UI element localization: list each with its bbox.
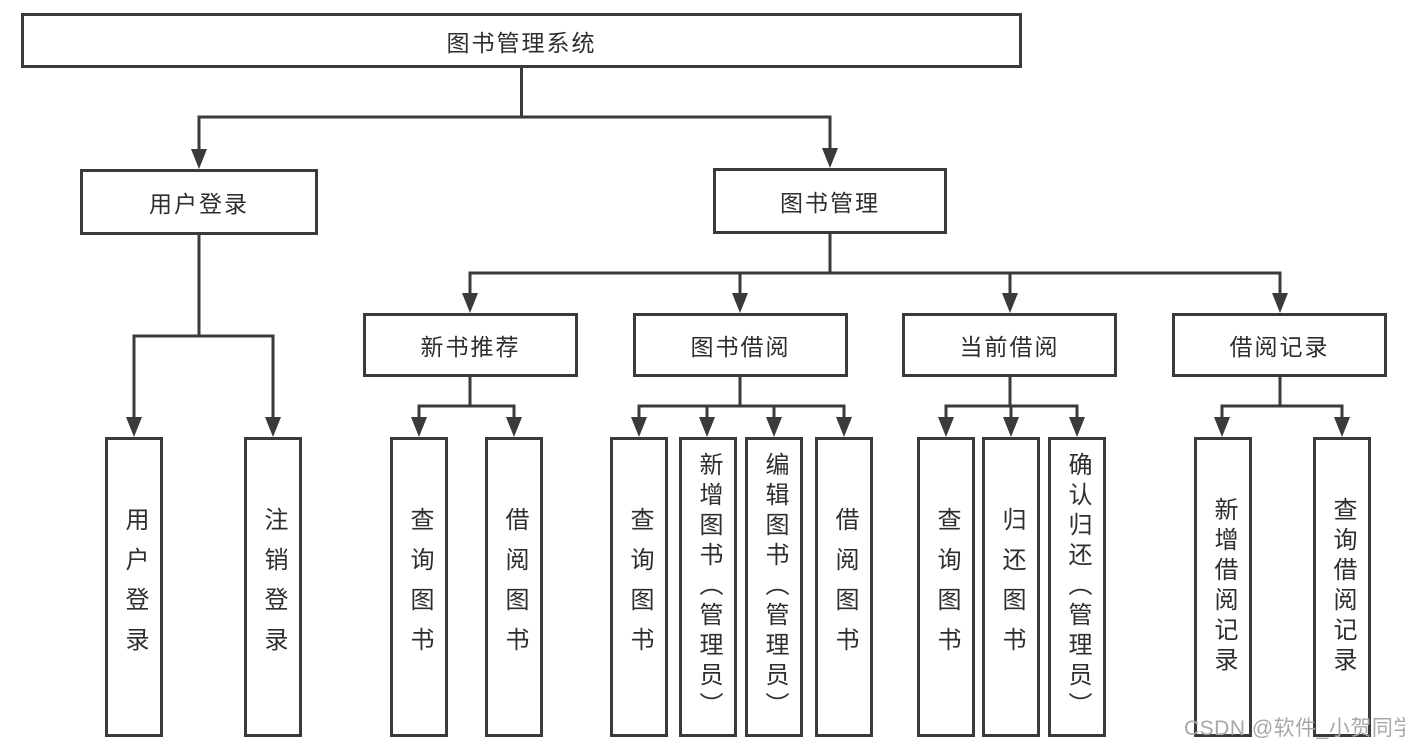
leaf-borrow-book-1: 借阅图书 — [485, 437, 543, 737]
leaf-query-book-2: 查询图书 — [610, 437, 668, 737]
leaf-query-borrow-record-label: 查询借阅记录 — [1329, 497, 1356, 677]
node-borrow-record-label: 借阅记录 — [1229, 334, 1330, 360]
leaf-query-book-2-label: 查询图书 — [626, 507, 653, 667]
node-book-borrow: 图书借阅 — [633, 313, 848, 377]
leaf-return-book-label: 归还图书 — [998, 507, 1025, 667]
leaf-logout-label: 注销登录 — [260, 507, 287, 667]
leaf-add-book-admin: 新增图书（管理员） — [679, 437, 737, 737]
node-user-login: 用户登录 — [80, 169, 318, 235]
node-book-management-label: 图书管理 — [780, 190, 880, 216]
node-borrow-record: 借阅记录 — [1172, 313, 1387, 377]
arrowheads — [126, 148, 1350, 437]
leaf-return-book: 归还图书 — [982, 437, 1040, 737]
leaf-add-borrow-record: 新增借阅记录 — [1194, 437, 1252, 737]
leaf-query-book-3: 查询图书 — [917, 437, 975, 737]
leaf-borrow-book-2-label: 借阅图书 — [831, 507, 858, 667]
leaf-add-book-admin-label: 新增图书（管理员） — [695, 452, 722, 722]
leaf-edit-book-admin: 编辑图书（管理员） — [745, 437, 803, 737]
leaf-confirm-return-admin: 确认归还（管理员） — [1048, 437, 1106, 737]
leaf-query-book-1-label: 查询图书 — [406, 507, 433, 667]
node-new-book-recommend-label: 新书推荐 — [420, 334, 521, 360]
leaf-logout: 注销登录 — [244, 437, 302, 737]
leaf-borrow-book-1-label: 借阅图书 — [501, 507, 528, 667]
node-root-library-system: 图书管理系统 — [21, 13, 1022, 68]
node-new-book-recommend: 新书推荐 — [363, 313, 578, 377]
leaf-query-borrow-record: 查询借阅记录 — [1313, 437, 1371, 737]
node-book-management: 图书管理 — [713, 168, 947, 234]
leaf-edit-book-admin-label: 编辑图书（管理员） — [761, 452, 788, 722]
leaf-add-borrow-record-label: 新增借阅记录 — [1210, 497, 1237, 677]
node-user-login-label: 用户登录 — [149, 191, 249, 217]
node-current-borrow: 当前借阅 — [902, 313, 1117, 377]
node-current-borrow-label: 当前借阅 — [959, 334, 1060, 360]
leaf-confirm-return-admin-label: 确认归还（管理员） — [1064, 452, 1091, 722]
leaf-query-book-3-label: 查询图书 — [933, 507, 960, 667]
leaf-borrow-book-2: 借阅图书 — [815, 437, 873, 737]
node-book-borrow-label: 图书借阅 — [690, 334, 791, 360]
leaf-query-book-1: 查询图书 — [390, 437, 448, 737]
csdn-watermark: CSDN @软件_小贺同学 — [1184, 717, 1405, 740]
node-root-label: 图书管理系统 — [446, 29, 597, 56]
leaf-user-login-label: 用户登录 — [121, 507, 148, 667]
leaf-user-login: 用户登录 — [105, 437, 163, 737]
